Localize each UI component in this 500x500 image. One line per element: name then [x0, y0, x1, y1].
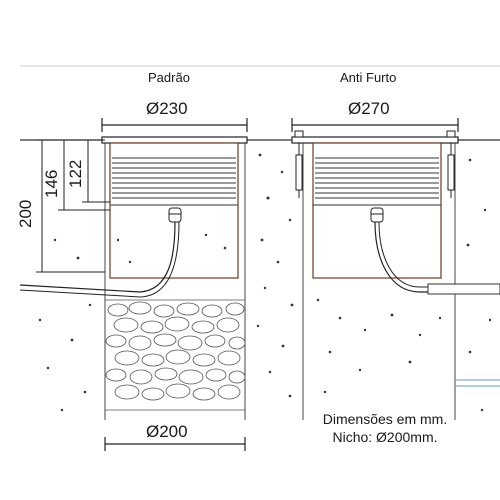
- standard-outer-diameter: Ø230: [146, 99, 188, 118]
- niche-diameter: Ø200: [146, 422, 188, 441]
- dimensions-note: Dimensões em mm. Nicho: Ø200mm.: [310, 410, 460, 446]
- height-total-label: 200: [16, 199, 35, 228]
- height-dimensions: [36, 139, 110, 273]
- anchor-bolts: [294, 130, 456, 198]
- standard-connector: [168, 207, 182, 223]
- standard-title: Padrão: [148, 70, 190, 85]
- conduit: [427, 283, 500, 295]
- anti-theft-fins: [313, 157, 441, 206]
- gravel-bed: [105, 299, 246, 411]
- anti-theft-cable: [374, 221, 500, 293]
- standard-top-dimension: [101, 118, 248, 132]
- anti-theft-flange: [291, 136, 459, 144]
- height-mid-label: 146: [42, 169, 61, 198]
- standard-fins: [110, 157, 238, 206]
- standard-flange: [101, 136, 248, 144]
- anti-theft-connector: [370, 207, 384, 223]
- anti-theft-title: Anti Furto: [340, 70, 397, 85]
- anti-theft-outer-diameter: Ø270: [348, 99, 390, 118]
- anti-theft-top-dimension: [291, 118, 459, 132]
- niche-dimension: [104, 437, 246, 451]
- note-units: Dimensões em mm.: [322, 411, 448, 427]
- note-niche: Nicho: Ø200mm.: [332, 429, 438, 445]
- standard-cable: [19, 221, 176, 293]
- soil-speckles: [38, 153, 492, 412]
- hole-walls: [104, 140, 456, 420]
- height-inner-label: 122: [66, 159, 85, 188]
